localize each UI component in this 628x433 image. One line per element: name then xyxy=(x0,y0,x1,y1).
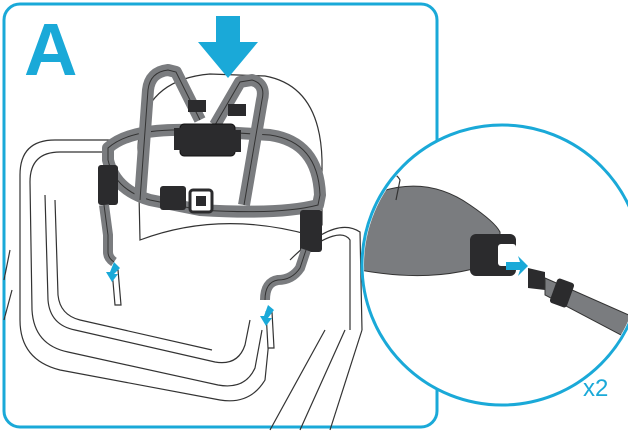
strap-adjuster-left xyxy=(188,100,206,112)
chest-clip-tab-left xyxy=(174,128,184,150)
quantity-label: x2 xyxy=(583,374,625,404)
chest-clip xyxy=(180,124,235,156)
detail-callout xyxy=(360,125,628,405)
strap-adjuster-right xyxy=(228,104,246,116)
chest-clip-tab-right xyxy=(231,130,241,152)
step-label: A xyxy=(24,12,94,88)
